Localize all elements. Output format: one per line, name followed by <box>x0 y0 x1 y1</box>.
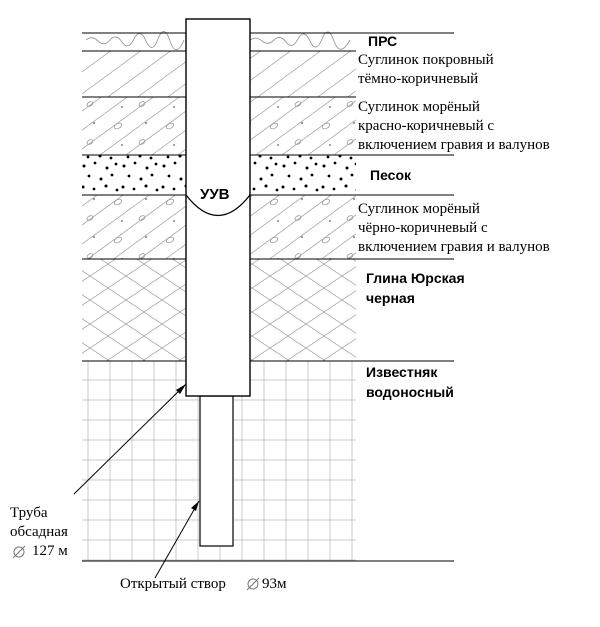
layer-label-line: Суглинок покровный <box>358 52 494 68</box>
diameter-symbol-casing-slash <box>12 545 26 559</box>
open-hole-leader-arrowhead <box>191 501 199 511</box>
layer-label-limestone: Известняк водоносный <box>366 362 454 402</box>
layer-label-line: Глина Юрская <box>366 270 465 286</box>
open-hole-pipe <box>199 395 234 547</box>
casing-annotation-line: обсадная <box>10 524 68 540</box>
layer-label-sand: Песок <box>370 167 412 183</box>
layer-prs-texture-right <box>249 31 351 50</box>
open-hole-annotation: Открытый створ <box>120 576 226 592</box>
casing-leader-arrowhead <box>176 384 186 394</box>
layer-label-line: Известняк <box>366 364 438 380</box>
layer-label-line: чёрно-коричневый с <box>358 220 488 236</box>
layer-label-line: включением гравия и валунов <box>358 239 550 255</box>
diameter-symbols <box>12 545 260 591</box>
layer-label-loam-moraine-red: Суглинок морёный красно-коричневый с вкл… <box>358 98 550 155</box>
water-level-label: УУВ <box>200 186 230 203</box>
casing-annotation: Труба обсадная 127 м <box>10 504 68 561</box>
layer-label-line: водоносный <box>366 384 454 400</box>
open-hole-diameter-value: 93м <box>262 576 287 592</box>
layer-label-loam-moraine-black: Суглинок морёный чёрно-коричневый с вклю… <box>358 200 550 257</box>
layer-label-line: красно-коричневый с <box>358 118 495 134</box>
diameter-symbol-open-hole <box>247 578 259 590</box>
layer-label-clay-jurassic: Глина Юрская черная <box>366 268 465 308</box>
diameter-symbol-casing <box>13 546 25 558</box>
casing-diameter-value: 127 м <box>32 543 68 559</box>
layer-label-line: Суглинок морёный <box>358 99 480 115</box>
open-hole-leader-line <box>154 500 200 579</box>
layer-prs-texture-left <box>85 31 185 51</box>
water-level-arc <box>185 194 251 217</box>
diameter-symbol-open-hole-slash <box>246 577 260 591</box>
layer-label-line: тёмно-коричневый <box>358 71 479 87</box>
layer-label-prs: ПРС <box>368 33 398 49</box>
layer-label-line: включением гравия и валунов <box>358 137 550 153</box>
casing-pipe <box>185 18 251 397</box>
casing-leader-line <box>73 383 187 495</box>
casing-annotation-line: Труба <box>10 505 48 521</box>
layer-label-line: Суглинок морёный <box>358 201 480 217</box>
layer-label-loam-cover: Суглинок покровный тёмно-коричневый <box>358 51 494 89</box>
layer-label-line: черная <box>366 290 415 306</box>
